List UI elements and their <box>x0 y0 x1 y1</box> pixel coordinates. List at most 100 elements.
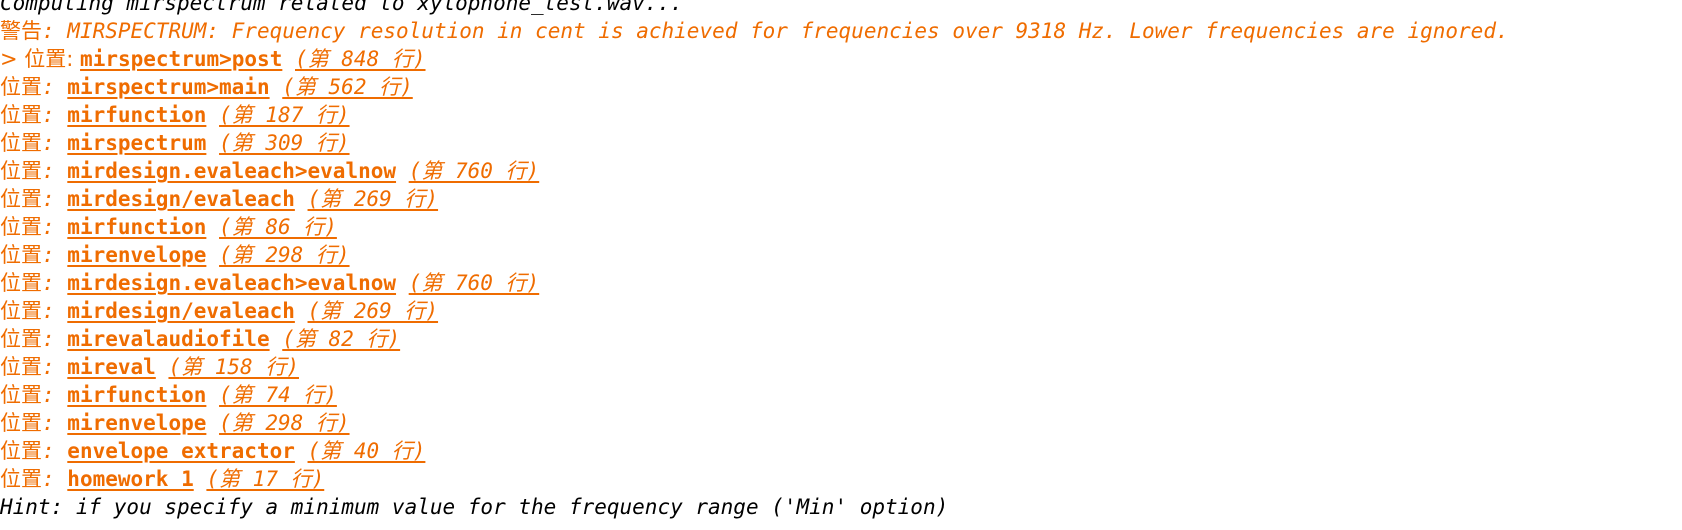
stack-trace-line: 位置: envelope_extractor (第 40 行) <box>0 437 1682 465</box>
location-separator: : <box>42 75 68 99</box>
stack-trace-line: 位置: mirspectrum (第 309 行) <box>0 129 1682 157</box>
spacer <box>156 355 169 379</box>
line-number-link[interactable]: (第 158 行) <box>168 355 299 379</box>
function-link[interactable]: mirenvelope <box>67 243 207 267</box>
line-number-link[interactable]: (第 562 行) <box>282 75 413 99</box>
location-label: 位置 <box>0 187 42 211</box>
function-link[interactable]: mirspectrum>post <box>80 47 283 71</box>
location-separator: : <box>42 439 68 463</box>
warning-message: MIRSPECTRUM: Frequency resolution in cen… <box>54 19 1509 43</box>
location-separator: : <box>42 327 68 351</box>
stack-trace-line: 位置: mirfunction (第 74 行) <box>0 381 1682 409</box>
stack-trace-line: 位置: mirspectrum>main (第 562 行) <box>0 73 1682 101</box>
function-link[interactable]: mirfunction <box>67 383 207 407</box>
stack-trace-line: > 位置: mirspectrum>post (第 848 行) <box>0 45 1682 73</box>
function-link[interactable]: mireval <box>67 355 156 379</box>
function-link[interactable]: mirdesign.evaleach>evalnow <box>67 159 397 183</box>
location-label: 位置 <box>0 159 42 183</box>
function-link[interactable]: mirevalaudiofile <box>67 327 270 351</box>
function-link[interactable]: mirspectrum <box>67 131 207 155</box>
hint-line: Hint: if you specify a minimum value for… <box>0 495 949 519</box>
function-link[interactable]: mirdesign.evaleach>evalnow <box>67 271 397 295</box>
line-number-link[interactable]: (第 40 行) <box>307 439 426 463</box>
location-label: 位置 <box>0 411 42 435</box>
spacer <box>206 243 219 267</box>
stack-trace-line: 位置: mireval (第 158 行) <box>0 353 1682 381</box>
line-number-link[interactable]: (第 309 行) <box>219 131 350 155</box>
spacer <box>396 159 409 183</box>
location-label: 位置 <box>0 383 42 407</box>
status-line: Computing mirspectrum related to xylopho… <box>0 0 683 15</box>
location-separator: : <box>42 159 68 183</box>
function-link[interactable]: mirfunction <box>67 215 207 239</box>
location-separator: : <box>42 411 68 435</box>
stack-trace-line: 位置: mirdesign.evaleach>evalnow (第 760 行) <box>0 269 1682 297</box>
stack-trace-line: 位置: mirdesign/evaleach (第 269 行) <box>0 297 1682 325</box>
line-number-link[interactable]: (第 82 行) <box>282 327 401 351</box>
spacer <box>270 75 283 99</box>
line-number-link[interactable]: (第 17 行) <box>206 467 325 491</box>
location-label: 位置 <box>0 327 42 351</box>
location-separator: : <box>42 243 68 267</box>
location-separator: : <box>42 383 68 407</box>
location-label: 位置 <box>0 131 42 155</box>
spacer <box>206 383 219 407</box>
location-label: 位置 <box>0 215 42 239</box>
line-number-link[interactable]: (第 187 行) <box>219 103 350 127</box>
stack-trace-line: 位置: mirdesign/evaleach (第 269 行) <box>0 185 1682 213</box>
line-number-link[interactable]: (第 298 行) <box>219 243 350 267</box>
line-number-link[interactable]: (第 269 行) <box>307 299 439 323</box>
location-separator: : <box>42 215 68 239</box>
location-separator: : <box>42 467 68 491</box>
location-label: 位置 <box>0 299 42 323</box>
location-label: 位置 <box>0 103 42 127</box>
function-link[interactable]: homework_1 <box>67 467 194 491</box>
location-label: 位置 <box>0 75 42 99</box>
location-label: 位置 <box>0 271 42 295</box>
spacer <box>282 47 295 71</box>
stack-trace-line: 位置: mirenvelope (第 298 行) <box>0 241 1682 269</box>
spacer <box>206 411 219 435</box>
spacer <box>206 103 219 127</box>
function-link[interactable]: mirdesign/evaleach <box>67 299 295 323</box>
location-separator: : <box>42 271 68 295</box>
line-number-link[interactable]: (第 269 行) <box>307 187 439 211</box>
warning-colon: : <box>42 19 55 43</box>
line-number-link[interactable]: (第 86 行) <box>219 215 337 239</box>
location-separator: : <box>42 131 68 155</box>
location-separator: : <box>42 299 68 323</box>
stack-trace: > 位置: mirspectrum>post (第 848 行)位置: mirs… <box>0 45 1682 493</box>
line-number-link[interactable]: (第 298 行) <box>219 411 350 435</box>
location-separator: : <box>42 103 68 127</box>
function-link[interactable]: mirfunction <box>67 103 207 127</box>
function-link[interactable]: mirspectrum>main <box>67 75 270 99</box>
stack-trace-line: 位置: mirevalaudiofile (第 82 行) <box>0 325 1682 353</box>
stack-trace-line: 位置: mirfunction (第 86 行) <box>0 213 1682 241</box>
location-separator: : <box>42 187 68 211</box>
warning-label: 警告 <box>0 19 42 43</box>
location-label: 位置 <box>0 467 42 491</box>
spacer <box>206 215 219 239</box>
stack-trace-line: 位置: mirenvelope (第 298 行) <box>0 409 1682 437</box>
function-link[interactable]: envelope_extractor <box>67 439 295 463</box>
line-number-link[interactable]: (第 74 行) <box>219 383 337 407</box>
location-separator: : <box>42 355 68 379</box>
location-label: 位置 <box>0 243 42 267</box>
spacer <box>295 439 308 463</box>
spacer <box>194 467 207 491</box>
spacer <box>295 187 308 211</box>
stack-trace-line: 位置: mirfunction (第 187 行) <box>0 101 1682 129</box>
function-link[interactable]: mirdesign/evaleach <box>67 187 295 211</box>
function-link[interactable]: mirenvelope <box>67 411 207 435</box>
location-label: 位置 <box>0 439 42 463</box>
warning-line: 警告: MIRSPECTRUM: Frequency resolution in… <box>0 17 1682 45</box>
location-label: > 位置 <box>0 47 67 71</box>
location-separator: : <box>66 47 81 71</box>
spacer <box>206 131 219 155</box>
line-number-link[interactable]: (第 760 行) <box>408 271 540 295</box>
line-number-link[interactable]: (第 848 行) <box>295 47 426 71</box>
location-label: 位置 <box>0 355 42 379</box>
line-number-link[interactable]: (第 760 行) <box>408 159 540 183</box>
spacer <box>270 327 283 351</box>
